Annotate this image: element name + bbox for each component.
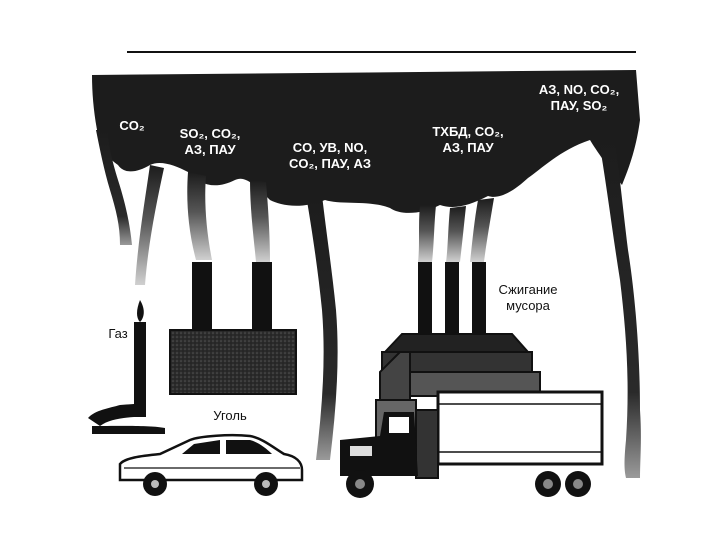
incinerator-pollutant-line-2: АЗ, ПАУ bbox=[418, 140, 518, 156]
incinerator-pollutant-label: ТХБД, CO₂, АЗ, ПАУ bbox=[418, 124, 518, 156]
smoke-tendril-right bbox=[598, 135, 641, 478]
incinerator-plume-3 bbox=[470, 198, 494, 262]
incineration-source-label: Сжигание мусора bbox=[488, 282, 568, 314]
incinerator-plume-2 bbox=[446, 206, 466, 262]
car-pollutant-line-2: CO₂, ПАУ, АЗ bbox=[278, 156, 382, 172]
coal-plume-left bbox=[187, 172, 212, 260]
truck-pollutant-line-1: АЗ, NO, CO₂, bbox=[526, 82, 632, 98]
gas-flame-plume bbox=[135, 165, 164, 285]
incineration-line-1: Сжигание bbox=[488, 282, 568, 298]
incinerator-plume-1 bbox=[418, 205, 436, 262]
gas-pollutant-label: CO₂ bbox=[108, 118, 156, 134]
gas-flare bbox=[88, 300, 165, 434]
truck-pollutant-label: АЗ, NO, CO₂, ПАУ, SO₂ bbox=[526, 82, 632, 114]
smoke-tendril-middle bbox=[306, 195, 338, 460]
coal-pollutant-line-2: АЗ, ПАУ bbox=[170, 142, 250, 158]
coal-pollutant-label: SO₂, CO₂, АЗ, ПАУ bbox=[170, 126, 250, 158]
truck-pollutant-line-2: ПАУ, SO₂ bbox=[526, 98, 632, 114]
car-pollutant-label: CO, УВ, NO, CO₂, ПАУ, АЗ bbox=[278, 140, 382, 172]
incineration-line-2: мусора bbox=[488, 298, 568, 314]
coal-power-plant bbox=[170, 262, 296, 394]
coal-pollutant-line-1: SO₂, CO₂, bbox=[170, 126, 250, 142]
car bbox=[120, 435, 302, 496]
car-pollutant-line-1: CO, УВ, NO, bbox=[278, 140, 382, 156]
incinerator-pollutant-line-1: ТХБД, CO₂, bbox=[418, 124, 518, 140]
coal-source-label: Уголь bbox=[200, 408, 260, 424]
gas-source-label: Газ bbox=[100, 326, 136, 342]
